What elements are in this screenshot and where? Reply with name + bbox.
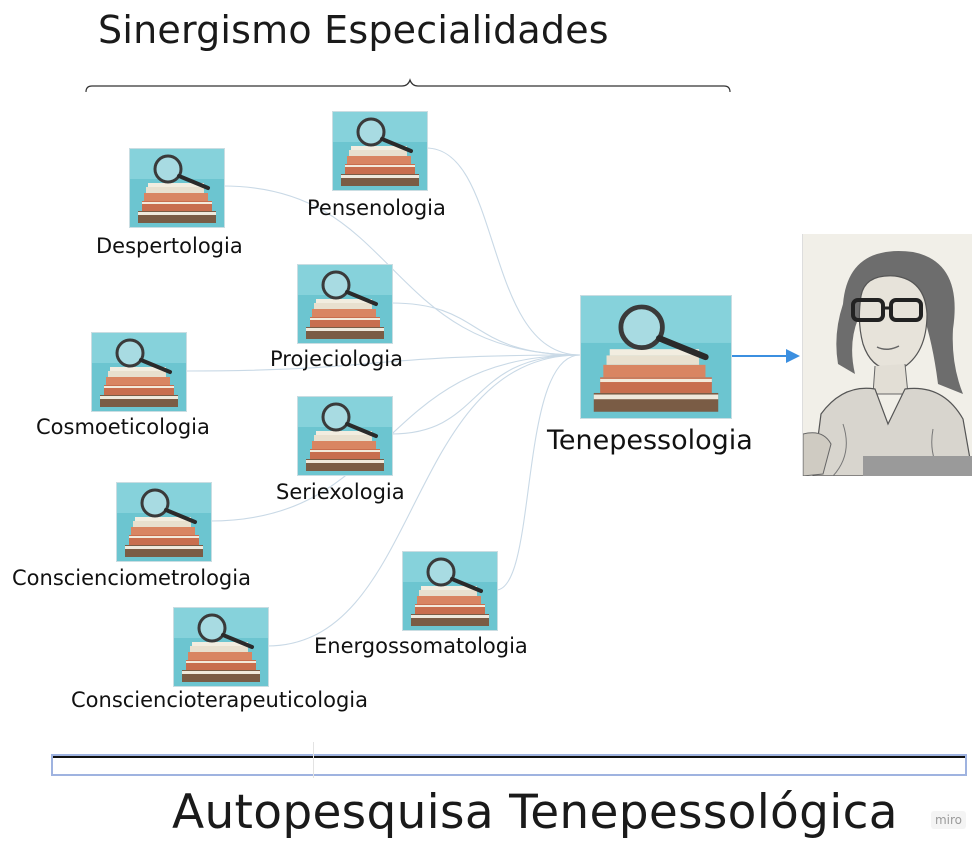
connector-line [425,147,581,356]
connector-line [390,354,581,435]
books-magnifier-icon [116,482,212,562]
node-label: Seriexologia [276,480,405,504]
diagram-footer-title: Autopesquisa Tenepessológica [172,785,898,840]
arrow-to-researcher [732,349,800,363]
books-magnifier-icon [402,551,498,631]
node-label: Despertologia [96,234,243,258]
node-label: Conscienciot­erapeuticologia [71,688,368,712]
miro-badge: miro [930,811,966,829]
guide-line [313,742,314,778]
connector-line [495,354,581,591]
bottom-brace-selection[interactable] [51,742,967,778]
books-magnifier-icon [129,148,225,228]
books-magnifier-icon [173,607,269,687]
node-label: Projeciologia [270,347,404,371]
node-label: Cosmoeticologia [36,415,210,439]
books-magnifier-icon [580,295,732,419]
books-magnifier-icon [297,396,393,476]
connector-line [184,354,581,372]
connector-line [390,302,581,356]
node-label: Pensenologia [307,196,446,220]
bottom-brace-line [53,756,965,758]
researcher-portrait-icon [802,234,972,476]
diagram-title: Sinergismo Especialidades [98,8,609,52]
books-magnifier-icon [332,111,428,191]
connector-line [222,185,581,356]
books-magnifier-icon [297,264,393,344]
books-magnifier-icon [91,332,187,412]
connector-line [266,354,581,647]
node-label: Conscienciometrologia [12,566,251,590]
node-label: Energossomatologia [314,634,528,658]
central-label: Tenepessologia [547,425,753,456]
